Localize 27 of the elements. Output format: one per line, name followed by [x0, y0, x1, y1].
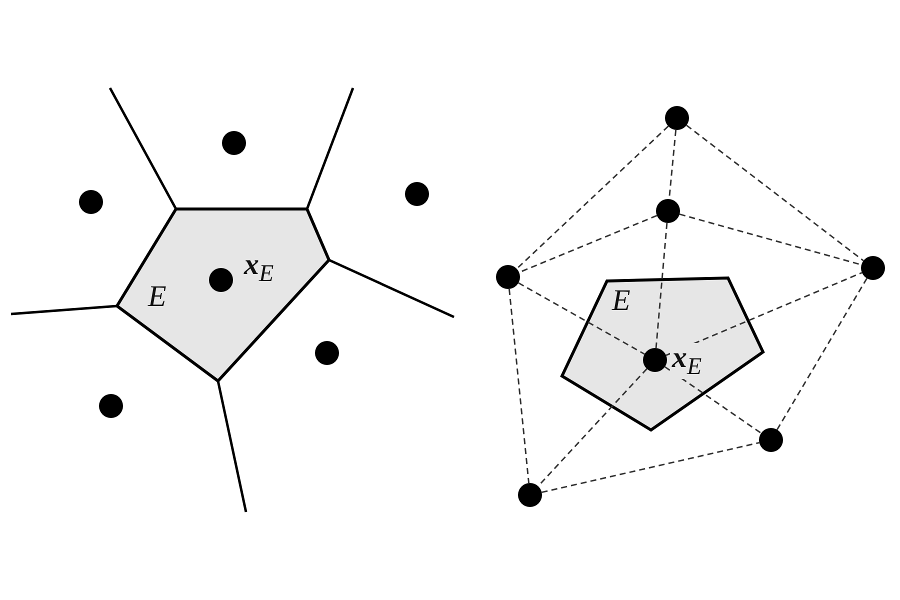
point-dot: [222, 131, 246, 155]
cell-region: [115, 207, 331, 383]
point-dot: [315, 341, 339, 365]
dashed-line: [686, 124, 864, 262]
dashed-line: [776, 278, 868, 430]
cell-region: [560, 276, 765, 432]
dashed-line: [664, 366, 762, 434]
dashed-line: [542, 442, 760, 494]
point-dot: [861, 256, 885, 280]
point-dot: [496, 265, 520, 289]
dashed-line: [518, 214, 658, 274]
point-dot: [665, 106, 689, 130]
point-dot: [656, 199, 680, 223]
point-dot: [99, 394, 123, 418]
point-dot: [759, 428, 783, 452]
region-label: E: [612, 286, 630, 316]
point-dot: [518, 483, 542, 507]
point-dot: [79, 190, 103, 214]
dashed-line: [516, 126, 669, 270]
dashed-line: [679, 214, 862, 266]
point-label: x$_{E}$: [670, 343, 704, 379]
point-dot: [405, 182, 429, 206]
region-label: E: [148, 282, 166, 312]
dashed-line: [655, 222, 668, 348]
dashed-line: [518, 282, 645, 355]
dashed-line: [666, 272, 862, 356]
dashed-line: [508, 288, 530, 484]
